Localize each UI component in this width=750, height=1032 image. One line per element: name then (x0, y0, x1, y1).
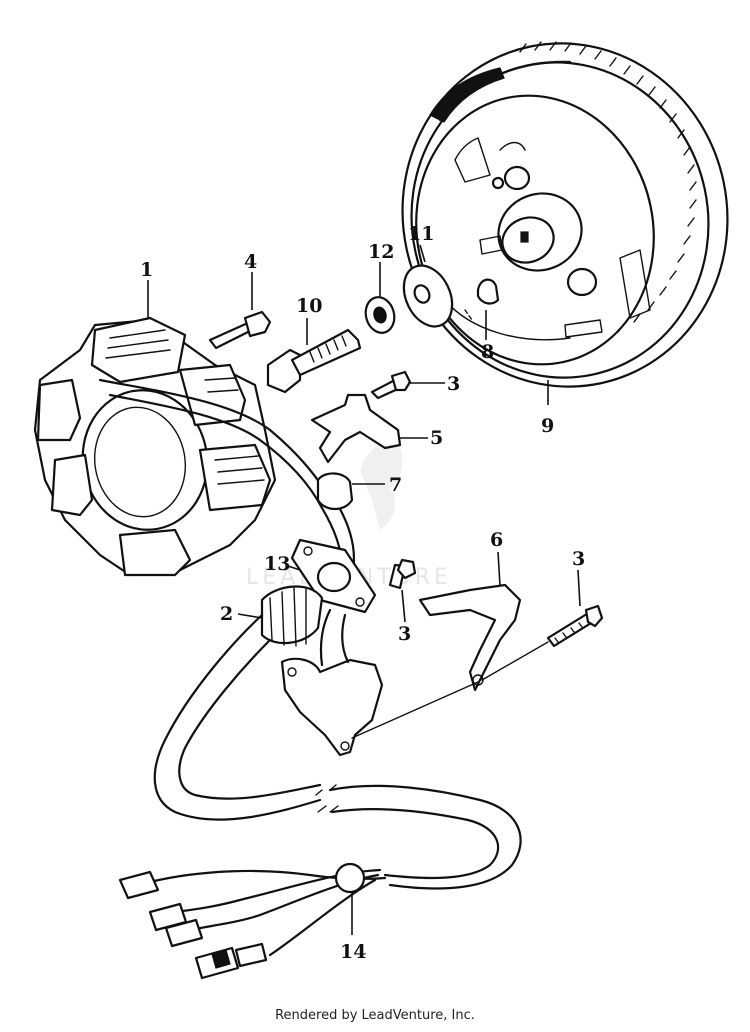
callout-7: 7 (389, 474, 402, 496)
lock-washer (364, 296, 396, 334)
callout-13: 13 (264, 553, 290, 575)
callout-3a: 3 (447, 373, 460, 395)
callout-12: 12 (368, 241, 394, 263)
callout-8: 8 (481, 341, 494, 363)
callout-2: 2 (220, 603, 233, 625)
woodruff-key (476, 278, 500, 305)
stator (33, 316, 356, 577)
callout-3b: 3 (572, 548, 585, 570)
stator-bolt (208, 310, 272, 350)
callout-3c: 3 (398, 623, 411, 645)
callout-6: 6 (490, 529, 503, 551)
callout-5: 5 (430, 427, 443, 449)
flywheel (401, 41, 729, 388)
callout-14: 14 (340, 941, 366, 963)
bolt-small (370, 370, 604, 648)
leader-lines (147, 244, 581, 935)
callout-labels: 1 2 3 3 3 3 4 5 6 7 8 9 10 11 12 13 14 (140, 223, 585, 963)
footer-credit: Rendered by LeadVenture, Inc. (275, 1008, 475, 1023)
flywheel-bolt (266, 328, 362, 394)
pulser-coil (280, 583, 522, 757)
harness-cable (153, 585, 522, 890)
wire-terminals (118, 862, 387, 980)
clamp (316, 472, 354, 511)
callout-9: 9 (541, 415, 554, 437)
callout-11: 11 (408, 223, 434, 245)
flat-washer (402, 264, 454, 328)
callout-10: 10 (296, 295, 322, 317)
grommet-gasket (290, 538, 377, 614)
callout-4: 4 (244, 251, 257, 273)
bracket (310, 393, 402, 464)
callout-1: 1 (140, 259, 153, 281)
